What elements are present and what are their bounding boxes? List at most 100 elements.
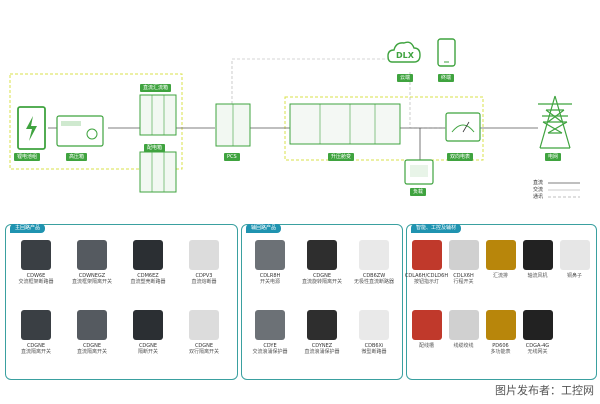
- product-desc: 无极性直流断路器: [353, 279, 394, 285]
- dc-combiner-caption: 直流汇流箱: [140, 84, 172, 92]
- product-name: CDGNE: [138, 343, 158, 349]
- product-image: [448, 240, 479, 270]
- product-card: 轴流风机: [519, 240, 556, 279]
- product-image: [359, 240, 389, 270]
- product-name: CDYE: [263, 343, 277, 349]
- storage-enclosure: [9, 73, 183, 170]
- battery-caption: 锂电池组: [14, 153, 41, 161]
- cloud-label: DLX: [396, 51, 414, 60]
- product-desc: 按钮指示灯: [413, 279, 439, 285]
- product-name: CDB6Xi: [364, 343, 384, 349]
- dist-box-icon: [139, 151, 177, 193]
- product-desc: 直流旋转隔离开关: [301, 279, 342, 285]
- product-image: [255, 240, 285, 270]
- product-image: [189, 240, 219, 270]
- product-desc: 直流框架隔离开关: [71, 279, 112, 285]
- step-up-caption: 升压舱变: [328, 153, 355, 161]
- product-card: 配线槽: [408, 310, 445, 349]
- product-image: [307, 240, 337, 270]
- legend-comm: 通讯: [533, 194, 544, 200]
- product-desc: 交流框架断路器: [18, 279, 54, 285]
- dist-box-caption: 配电箱: [144, 144, 166, 152]
- product-name: CDLA6H/CDLD6H: [404, 273, 449, 279]
- product-image: [21, 310, 51, 340]
- product-desc: 直流熔断器: [191, 279, 217, 285]
- product-desc: 线缆绞线: [453, 343, 474, 349]
- product-desc: 交流浪涌保护器: [252, 349, 288, 355]
- product-desc: 隔断开关: [137, 349, 158, 355]
- smart-products-title: 智能、工控及辅材: [411, 224, 462, 233]
- hv-box-caption: 高压箱: [66, 153, 88, 161]
- meter-caption: 双向电表: [447, 153, 474, 161]
- system-diagram: [9, 38, 580, 198]
- product-image: [359, 310, 389, 340]
- cloud-caption: 云端: [397, 74, 414, 82]
- product-image: [133, 310, 163, 340]
- legend-dc: 直流: [533, 180, 544, 186]
- main-products-title: 主回路产品: [10, 224, 46, 233]
- dc-combiner-icon: [139, 94, 177, 136]
- product-desc: 行程开关: [453, 279, 474, 285]
- product-image: [485, 310, 516, 340]
- load-caption: 负载: [410, 188, 427, 196]
- product-desc: 直流隔离开关: [20, 349, 51, 355]
- product-image: [21, 240, 51, 270]
- product-image: [411, 240, 442, 270]
- aux-products-title: 辅回路产品: [246, 224, 282, 233]
- product-image: [522, 310, 553, 340]
- product-image: [133, 240, 163, 270]
- product-image: [189, 310, 219, 340]
- grid-caption: 电网: [545, 153, 562, 161]
- product-name: CDPV3: [195, 273, 213, 279]
- product-name: CDM6EZ: [137, 273, 159, 279]
- cloud-icon: [387, 41, 421, 63]
- product-image: [307, 310, 337, 340]
- mobile-icon: [437, 38, 456, 67]
- product-desc: 铜鼻子: [566, 273, 582, 279]
- product-name: CDYNEZ: [311, 343, 333, 349]
- watermark: 图片发布者：工控网: [495, 384, 594, 397]
- product-name: CDW6E: [26, 273, 46, 279]
- product-card: 汇流排: [482, 240, 519, 279]
- product-card: 线缆绞线: [445, 310, 482, 349]
- mobile-caption: 终端: [438, 74, 455, 82]
- product-desc: 配线槽: [418, 343, 434, 349]
- product-name: CDGNE: [194, 343, 214, 349]
- product-desc: 微型断路器: [361, 349, 387, 355]
- product-image: [485, 240, 516, 270]
- product-desc: 无线网关: [527, 349, 548, 355]
- meter-icon: [445, 112, 481, 142]
- product-image: [559, 240, 590, 270]
- product-name: CDLX6H: [453, 273, 474, 279]
- product-name: CDWNEGZ: [78, 273, 106, 279]
- product-image: [77, 240, 107, 270]
- product-desc: 直流塑壳断路器: [130, 279, 166, 285]
- stepup-enclosure: [284, 96, 484, 161]
- product-image: [255, 310, 285, 340]
- legend-ac: 交流: [533, 187, 544, 193]
- product-desc: 轴流风机: [527, 273, 548, 279]
- product-desc: 汇流排: [492, 273, 508, 279]
- product-image: [77, 310, 107, 340]
- product-name: CDB6ZW: [362, 273, 386, 279]
